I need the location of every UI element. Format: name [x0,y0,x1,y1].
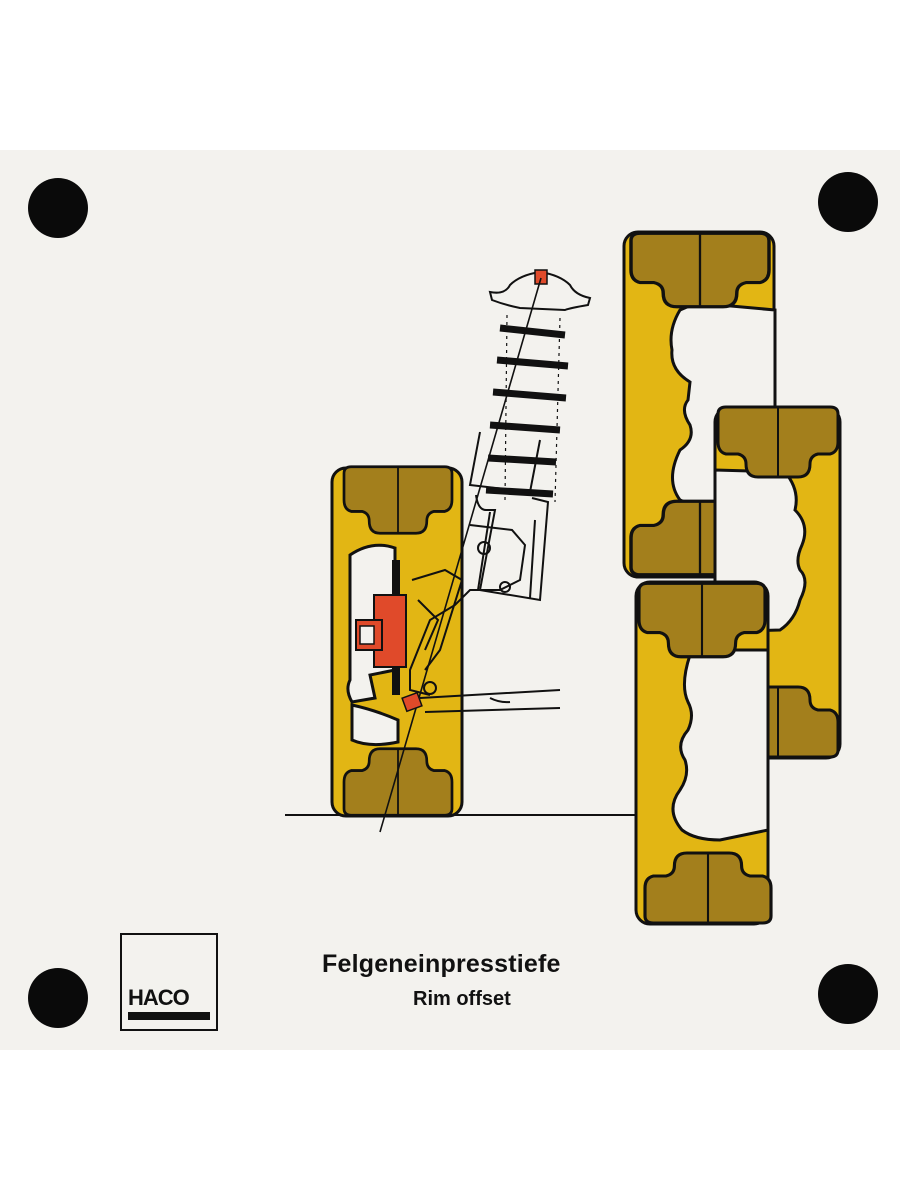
title-german: Felgeneinpresstiefe [322,950,561,978]
haco-logo: HACO [120,933,218,1031]
mounting-hole-top-right [818,172,878,232]
diagram-board: HACO Felgeneinpresstiefe Rim offset [0,150,900,1050]
mounting-hole-bottom-right [818,964,878,1024]
logo-text: HACO [128,985,190,1010]
rim-offset-diagram [285,230,842,926]
suspension-strut [379,269,592,833]
logo-subline [128,1012,210,1020]
title-english: Rim offset [413,988,511,1010]
rim-profile-lower [634,580,773,926]
ball-joint [401,691,423,713]
mounting-hole-top-left [28,178,88,238]
mounting-hole-bottom-left [28,968,88,1028]
left-wheel [330,465,464,818]
